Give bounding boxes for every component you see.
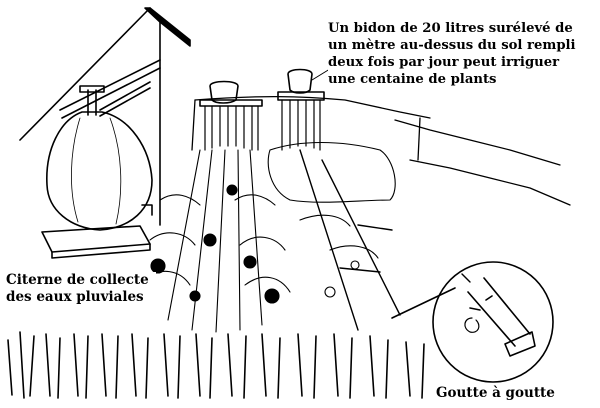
house-roof [19, 7, 191, 226]
rainwater-tank [41, 111, 153, 259]
drip-detail-inset [391, 261, 554, 383]
vegetable-plants [267, 142, 396, 298]
tank-caption: Citerne de collecte des eaux pluviales [6, 272, 156, 306]
drip-lines [299, 149, 471, 331]
fence [191, 95, 571, 206]
bucket-stand-left [199, 80, 263, 151]
tomato-plants [144, 149, 291, 333]
gutter-pipe [79, 81, 151, 117]
grass-foreground [7, 331, 425, 399]
drip-caption: Goutte à goutte [436, 385, 576, 402]
bucket-caption: Un bidon de 20 litres surélevé de un mèt… [328, 20, 586, 88]
bucket-stand-right [277, 63, 339, 151]
